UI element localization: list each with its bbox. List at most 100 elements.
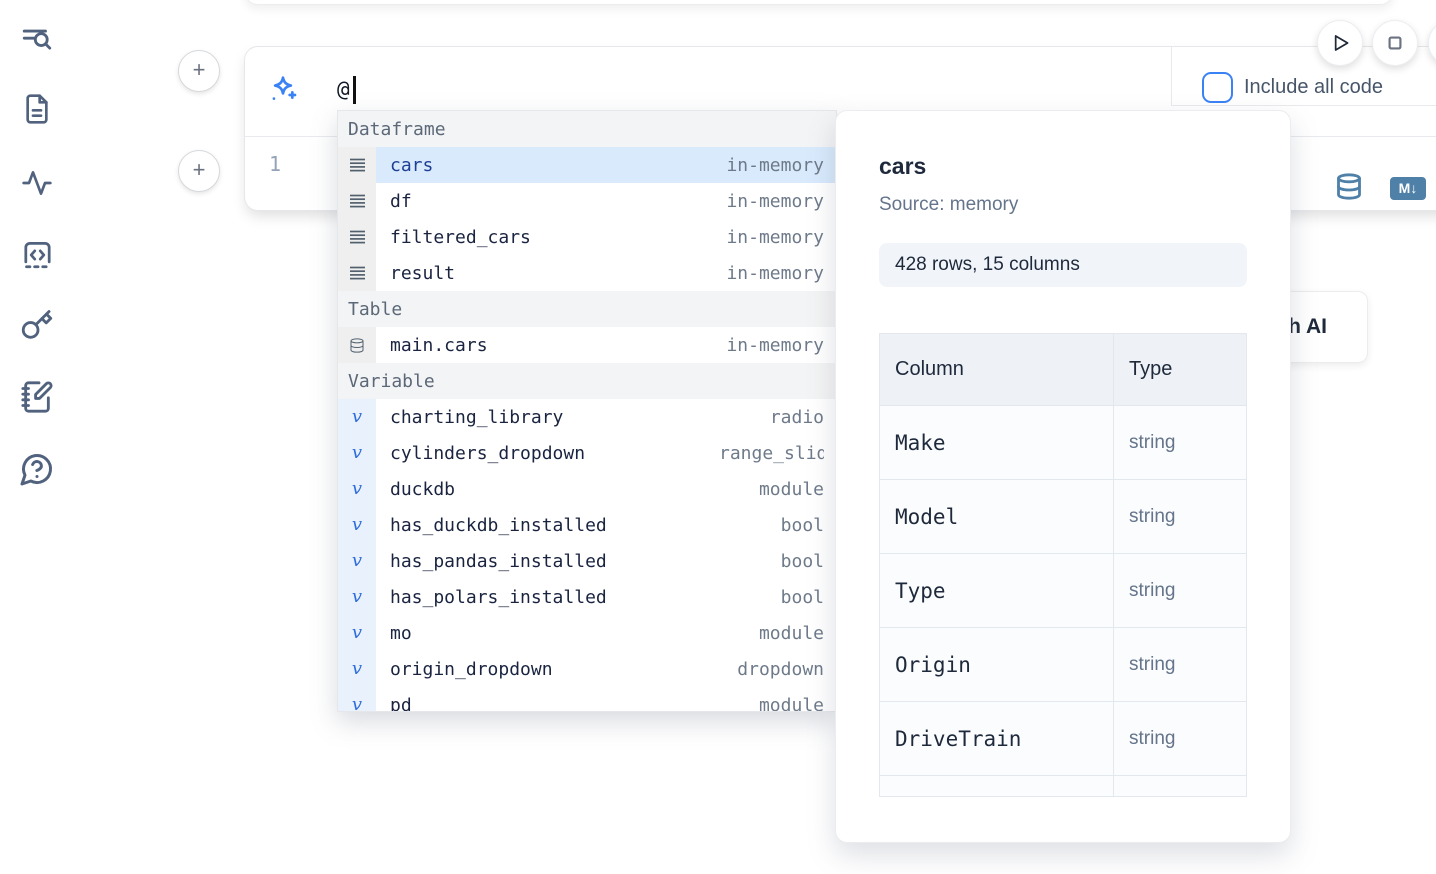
table-row: Make string [880,406,1246,480]
autocomplete-item[interactable]: v df in-memory [338,183,836,219]
column-type: string [1129,431,1176,453]
autocomplete-item[interactable]: v filtered_cars in-memory [338,219,836,255]
autocomplete-item-name: charting_library [390,406,564,428]
add-cell-above-button[interactable]: + [178,50,220,92]
column-name: Type [895,578,946,603]
column-type: string [1129,727,1176,749]
autocomplete-item-name: result [390,262,456,284]
autocomplete-item[interactable]: v pd module [338,687,836,712]
table-row: DriveTrain string [880,702,1246,776]
variable-icon: v [351,622,363,643]
autocomplete-item-name: has_polars_installed [390,586,607,608]
previous-cell-edge [244,0,1394,5]
table-icon [350,337,364,353]
autocomplete-item[interactable]: v duckdb module [338,471,836,507]
table-row: Origin string [880,628,1246,702]
schema-table: Column Type Make string Model string Typ… [879,333,1247,797]
autocomplete-item-name: origin_dropdown [390,658,553,680]
text-cursor [353,76,356,104]
code-snippets-icon[interactable] [18,236,56,274]
play-icon [1334,35,1349,51]
autocomplete-item-type: bool [780,586,824,608]
variable-icon: v [351,514,363,535]
autocomplete-item[interactable]: v result in-memory [338,255,836,291]
dataframe-icon [349,194,365,208]
popup-title: cars [879,153,927,179]
autocomplete-item-type: in-memory [726,262,824,284]
cell-divider [1171,47,1172,105]
type-header: Type [1129,358,1173,380]
help-chat-icon[interactable] [18,450,56,488]
popup-shape-badge: 428 rows, 15 columns [879,243,1247,287]
ai-prompt-input[interactable]: @ [337,77,350,101]
database-icon[interactable] [1335,171,1363,202]
autocomplete-item-name: pd [390,694,412,712]
variable-icon: v [351,442,363,463]
autocomplete-item[interactable]: v mo module [338,615,836,651]
column-name: Model [895,504,959,529]
stop-button[interactable] [1372,20,1418,66]
autocomplete-item-name: df [390,190,412,212]
autocomplete-item-type: in-memory [726,190,824,212]
autocomplete-item[interactable]: v has_pandas_installed bool [338,543,836,579]
autocomplete-item-type: in-memory [726,154,824,176]
column-header: Column [880,334,1114,405]
dataframe-icon [349,266,365,280]
run-cell-button[interactable] [1317,20,1363,66]
autocomplete-item-name: main.cars [390,334,488,356]
autocomplete-list: Dataframe v cars in-memory v df in-memor… [338,111,836,712]
autocomplete-item[interactable]: v cars in-memory [338,147,836,183]
sidebar [0,0,72,874]
autocomplete-item-type: dropdown [737,658,824,680]
cell-divider [1171,105,1436,106]
variable-icon: v [351,478,363,499]
table-row [880,776,1246,796]
autocomplete-item[interactable]: v cylinders_dropdown range_slider [338,435,836,471]
schema-table-body: Make string Model string Type string Ori… [880,406,1246,776]
include-all-code-checkbox[interactable] [1202,72,1233,103]
autocomplete-item-name: duckdb [390,478,456,500]
scratchpad-icon[interactable] [18,378,56,416]
autocomplete-section-header: Table [338,291,836,327]
column-name: Origin [895,652,971,677]
autocomplete-item[interactable]: v charting_library radio [338,399,836,435]
autocomplete-item-type: in-memory [726,226,824,248]
variable-icon: v [351,694,363,712]
autocomplete-item[interactable]: v main.cars in-memory [338,327,836,363]
column-type: string [1129,653,1176,675]
file-icon[interactable] [18,90,56,128]
autocomplete-item-name: cylinders_dropdown [390,442,586,464]
autocomplete-section-header: Dataframe [338,111,836,147]
dataframe-details-popup: cars Source: memory 428 rows, 15 columns… [835,110,1291,843]
autocomplete-item[interactable]: v has_polars_installed bool [338,579,836,615]
autocomplete-item-type: module [758,622,824,644]
column-type: string [1129,505,1176,527]
autocomplete-item-type: module [758,694,824,712]
variable-icon: v [351,406,363,427]
variable-icon: v [351,586,363,607]
include-all-code-toggle[interactable]: Include all code [1202,72,1383,103]
line-number: 1 [269,152,282,176]
autocomplete-item[interactable]: v origin_dropdown dropdown [338,651,836,687]
autocomplete-dropdown: Dataframe v cars in-memory v df in-memor… [337,110,837,712]
activity-icon[interactable] [18,164,56,202]
include-all-code-label: Include all code [1244,76,1383,98]
autocomplete-item-name: mo [390,622,412,644]
table-row: Type string [880,554,1246,628]
autocomplete-item-name: cars [390,154,434,176]
autocomplete-item-type: range_slider [719,442,824,464]
autocomplete-item-name: has_duckdb_installed [390,514,607,536]
variable-icon: v [351,658,363,679]
key-icon[interactable] [18,306,56,344]
autocomplete-item-name: filtered_cars [390,226,531,248]
column-name: DriveTrain [895,726,1022,751]
table-row: Model string [880,480,1246,554]
autocomplete-item-type: bool [780,550,824,572]
schema-table-header: Column Type [880,334,1246,406]
markdown-icon[interactable]: M↓ [1390,177,1426,200]
autocomplete-item-name: has_pandas_installed [390,550,607,572]
stop-square-icon [1388,36,1402,50]
toc-search-icon[interactable] [18,22,56,60]
add-cell-below-button[interactable]: + [178,150,220,192]
autocomplete-item[interactable]: v has_duckdb_installed bool [338,507,836,543]
